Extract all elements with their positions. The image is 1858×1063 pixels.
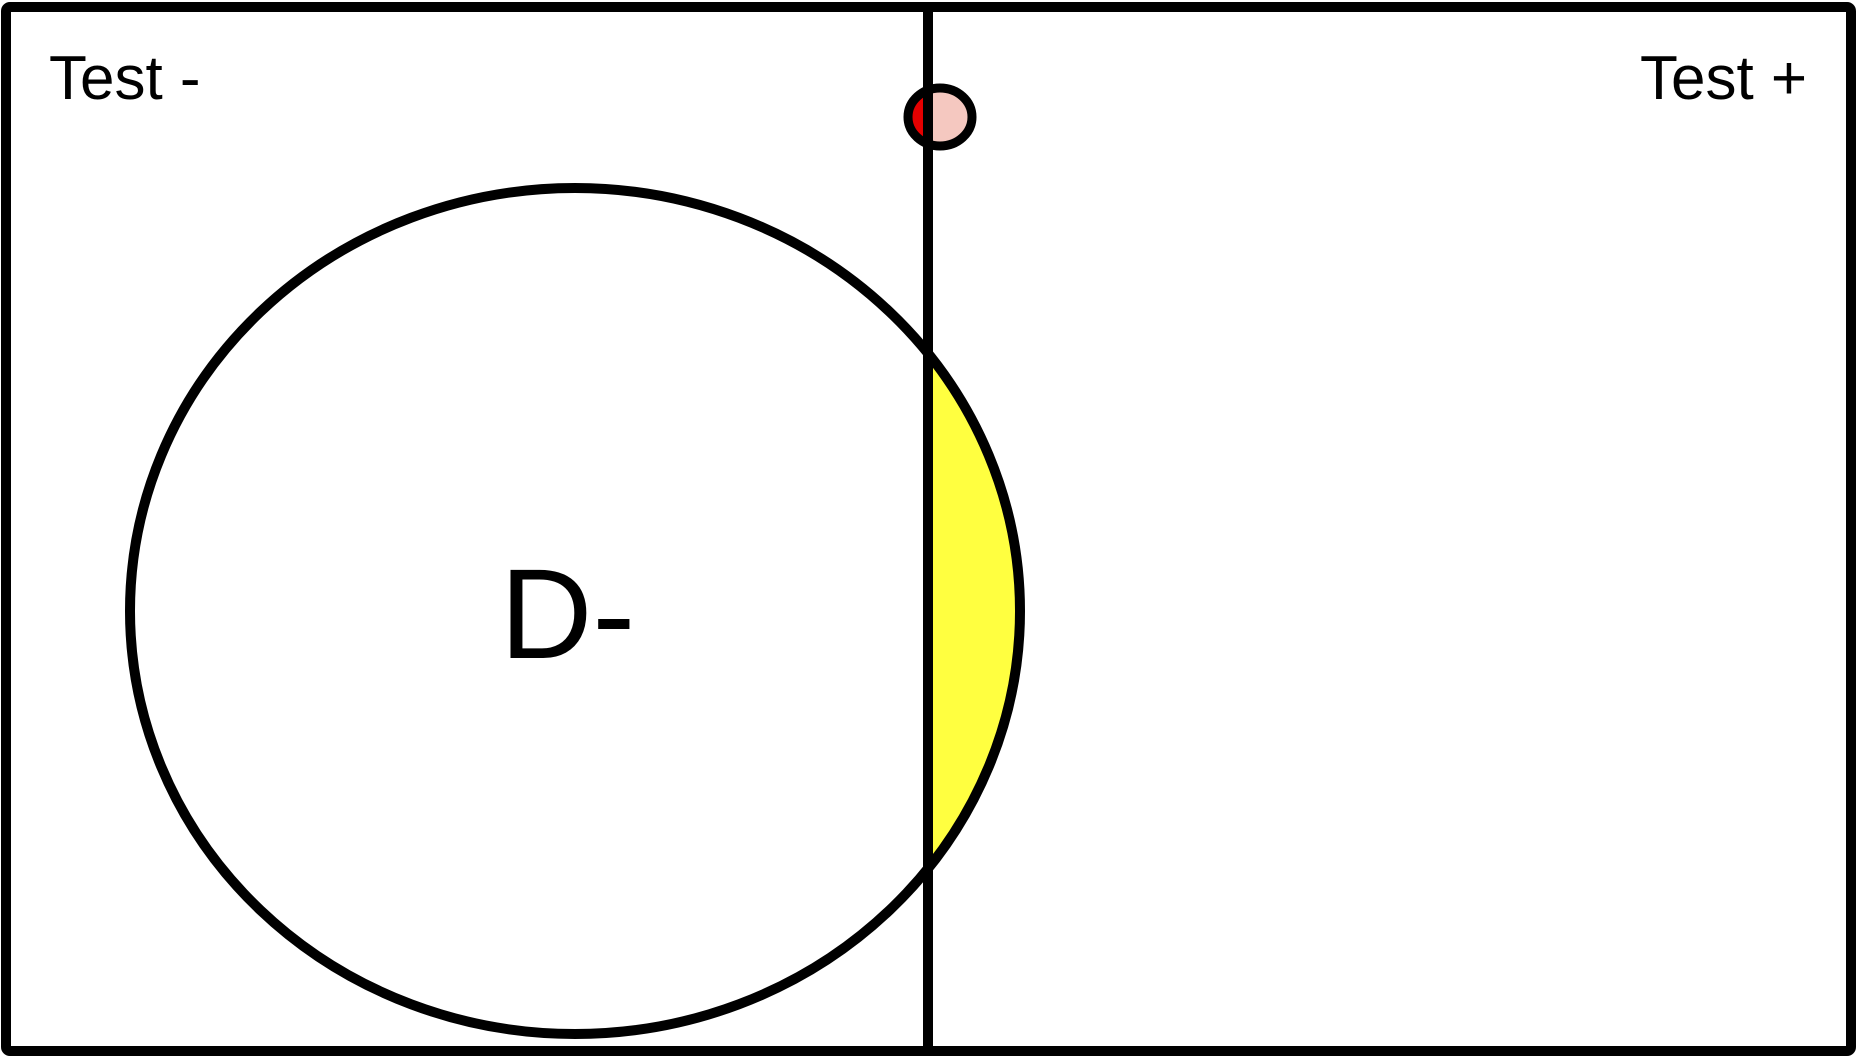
test-negative-label: Test - xyxy=(49,44,201,113)
disease-negative-ellipse xyxy=(125,183,1025,1039)
test-positive-label: Test + xyxy=(1640,44,1807,113)
disease-positive-right-region xyxy=(928,88,972,146)
disease-positive-ellipse xyxy=(903,83,977,151)
disease-negative-label: D- xyxy=(500,543,635,686)
